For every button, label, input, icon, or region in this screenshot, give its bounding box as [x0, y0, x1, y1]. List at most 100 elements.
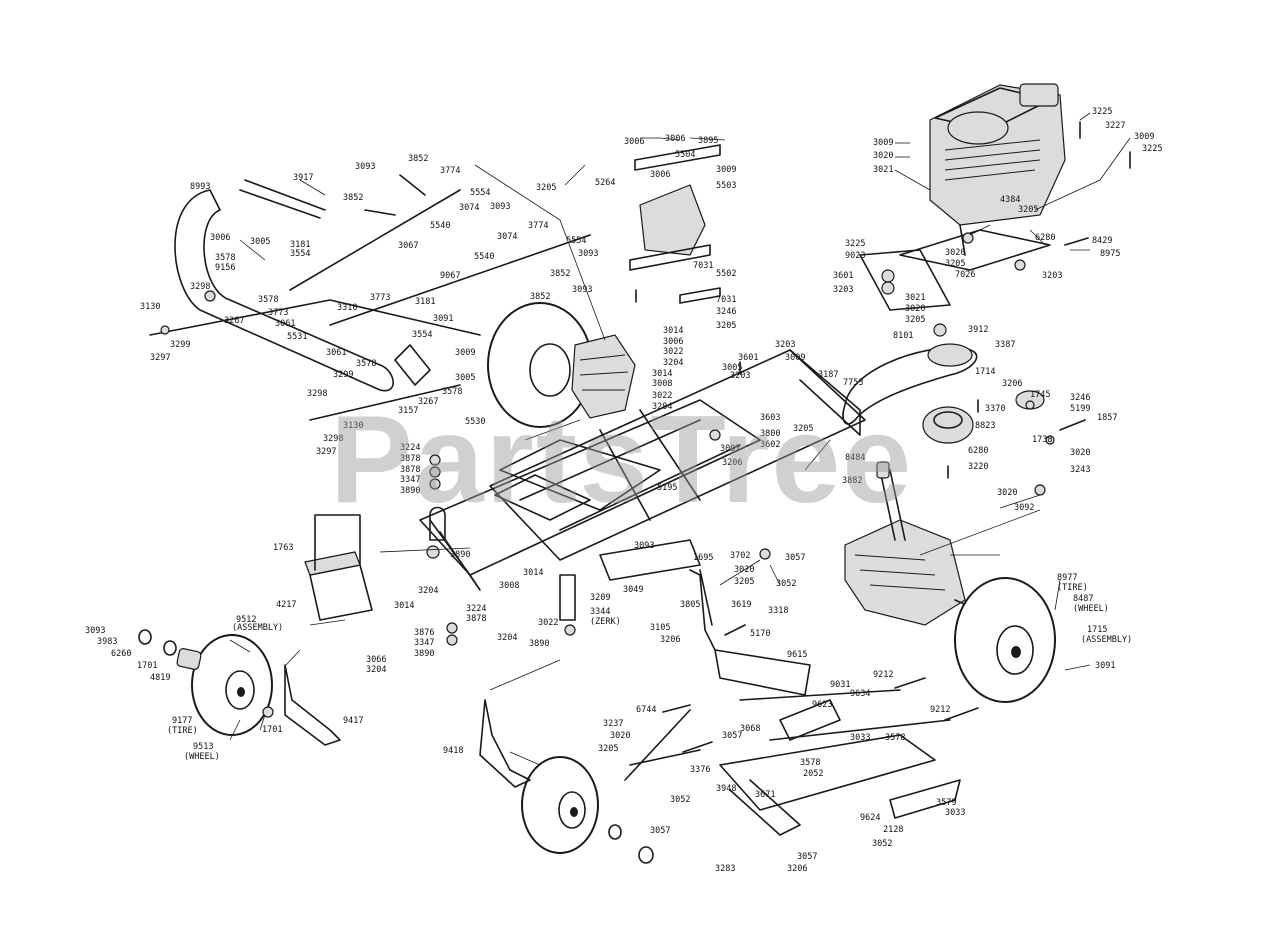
part-callout: 3022 — [663, 347, 683, 357]
part-callout: 3852 — [343, 193, 363, 203]
part-callout: 9177 — [172, 716, 192, 726]
part-callout: 5554 — [470, 188, 490, 198]
part-callout: 3554 — [290, 249, 310, 259]
front-right-cap — [638, 846, 654, 864]
part-callout: 8977 — [1057, 573, 1077, 583]
part-callout: 3852 — [408, 154, 428, 164]
washer — [881, 269, 895, 283]
part-callout: 3800 — [760, 429, 780, 439]
spring-upper — [894, 677, 926, 689]
part-callout: 3203 — [833, 285, 853, 295]
part-callout: 3344 — [590, 607, 610, 617]
lever-arm — [394, 344, 431, 386]
part-callout: 6280 — [1035, 233, 1055, 243]
part-callout: 3093 — [490, 202, 510, 212]
front-left-rim — [225, 670, 255, 710]
part-callout: 3912 — [968, 325, 988, 335]
part-callout: 1738 — [1032, 435, 1052, 445]
part-callout: 3774 — [528, 221, 548, 231]
leader-lines — [229, 112, 1131, 766]
part-callout: (ASSEMBLY) — [232, 623, 283, 633]
part-callout: 3878 — [466, 614, 486, 624]
part-callout: 9031 — [830, 680, 850, 690]
part-callout: 3805 — [680, 600, 700, 610]
part-callout: 3243 — [1070, 465, 1090, 475]
part-callout: 8993 — [190, 182, 210, 192]
part-callout: 3225 — [1142, 144, 1162, 154]
leader-line — [689, 137, 726, 141]
part-callout: 3774 — [440, 166, 460, 176]
tie-rod-left — [739, 689, 901, 701]
part-callout: 3297 — [150, 353, 170, 363]
part-callout: 3006 — [665, 134, 685, 144]
part-callout: 3387 — [995, 340, 1015, 350]
part-callout: 9212 — [873, 670, 893, 680]
washer — [262, 706, 274, 718]
part-callout: 9418 — [443, 746, 463, 756]
part-callout: 8975 — [1100, 249, 1120, 259]
leader-line — [229, 719, 241, 741]
part-callout: 3220 — [968, 462, 988, 472]
part-callout: 8101 — [893, 331, 913, 341]
washer — [204, 290, 216, 302]
front-left-bearing — [163, 640, 177, 656]
lift-bracket — [779, 699, 841, 741]
steering-spindle-left — [284, 664, 341, 746]
rear-left-drive — [487, 302, 636, 428]
part-callout: 3005 — [455, 373, 475, 383]
part-callout: 3021 — [905, 293, 925, 303]
part-callout: 5170 — [750, 629, 770, 639]
frame-side-rail-upper — [489, 349, 866, 561]
washer — [709, 429, 721, 441]
part-callout: 3852 — [550, 269, 570, 279]
part-callout: 9624 — [860, 813, 880, 823]
part-callout: 1701 — [137, 661, 157, 671]
lift-frame-rail — [719, 734, 936, 811]
frame-plate — [494, 474, 591, 521]
cross-shaft-lower — [309, 384, 461, 421]
belt-drive — [842, 343, 1045, 444]
leader-line — [309, 619, 346, 626]
part-callout: 3093 — [355, 162, 375, 172]
part-callout: 5264 — [595, 178, 615, 188]
leader-line — [919, 509, 1041, 556]
part-callout: 3225 — [1092, 107, 1112, 117]
frame-hanger — [429, 506, 446, 541]
washer — [160, 325, 170, 335]
part-callout: 3267 — [224, 316, 244, 326]
part-callout: 9023 — [845, 251, 865, 261]
part-callout: 3878 — [400, 454, 420, 464]
part-callout: 3347 — [414, 638, 434, 648]
part-callout: 3021 — [873, 165, 893, 175]
leader-line — [509, 751, 541, 766]
part-callout: 3601 — [738, 353, 758, 363]
hardware — [160, 121, 1131, 753]
part-callout: 3578 — [356, 359, 376, 369]
engine-mount-plate — [899, 229, 1051, 271]
part-callout: 3890 — [450, 550, 470, 560]
washer — [1034, 484, 1046, 496]
transaxle-detail — [854, 554, 946, 591]
part-callout: 5540 — [430, 221, 450, 231]
part-callout: 3205 — [1018, 205, 1038, 215]
part-callout: 3205 — [734, 577, 754, 587]
part-callout: 3602 — [760, 440, 780, 450]
handle-grip — [239, 179, 326, 219]
engine-muffler — [1019, 83, 1059, 107]
part-callout: 1763 — [273, 543, 293, 553]
part-callout: 3014 — [394, 601, 414, 611]
part-callout: 3014 — [663, 326, 683, 336]
part-callout: 1714 — [975, 367, 995, 377]
part-callout: 3878 — [400, 465, 420, 475]
part-callout: 3209 — [590, 593, 610, 603]
part-callout: 3298 — [190, 282, 210, 292]
front-left-hub — [237, 687, 245, 697]
washer — [426, 545, 440, 559]
part-callout: 3876 — [414, 628, 434, 638]
clutch-pulley-core — [933, 411, 963, 429]
part-callout: 6280 — [968, 446, 988, 456]
part-callout: 3206 — [722, 458, 742, 468]
part-callout: 3948 — [716, 784, 736, 794]
belt-pulley — [927, 343, 973, 367]
